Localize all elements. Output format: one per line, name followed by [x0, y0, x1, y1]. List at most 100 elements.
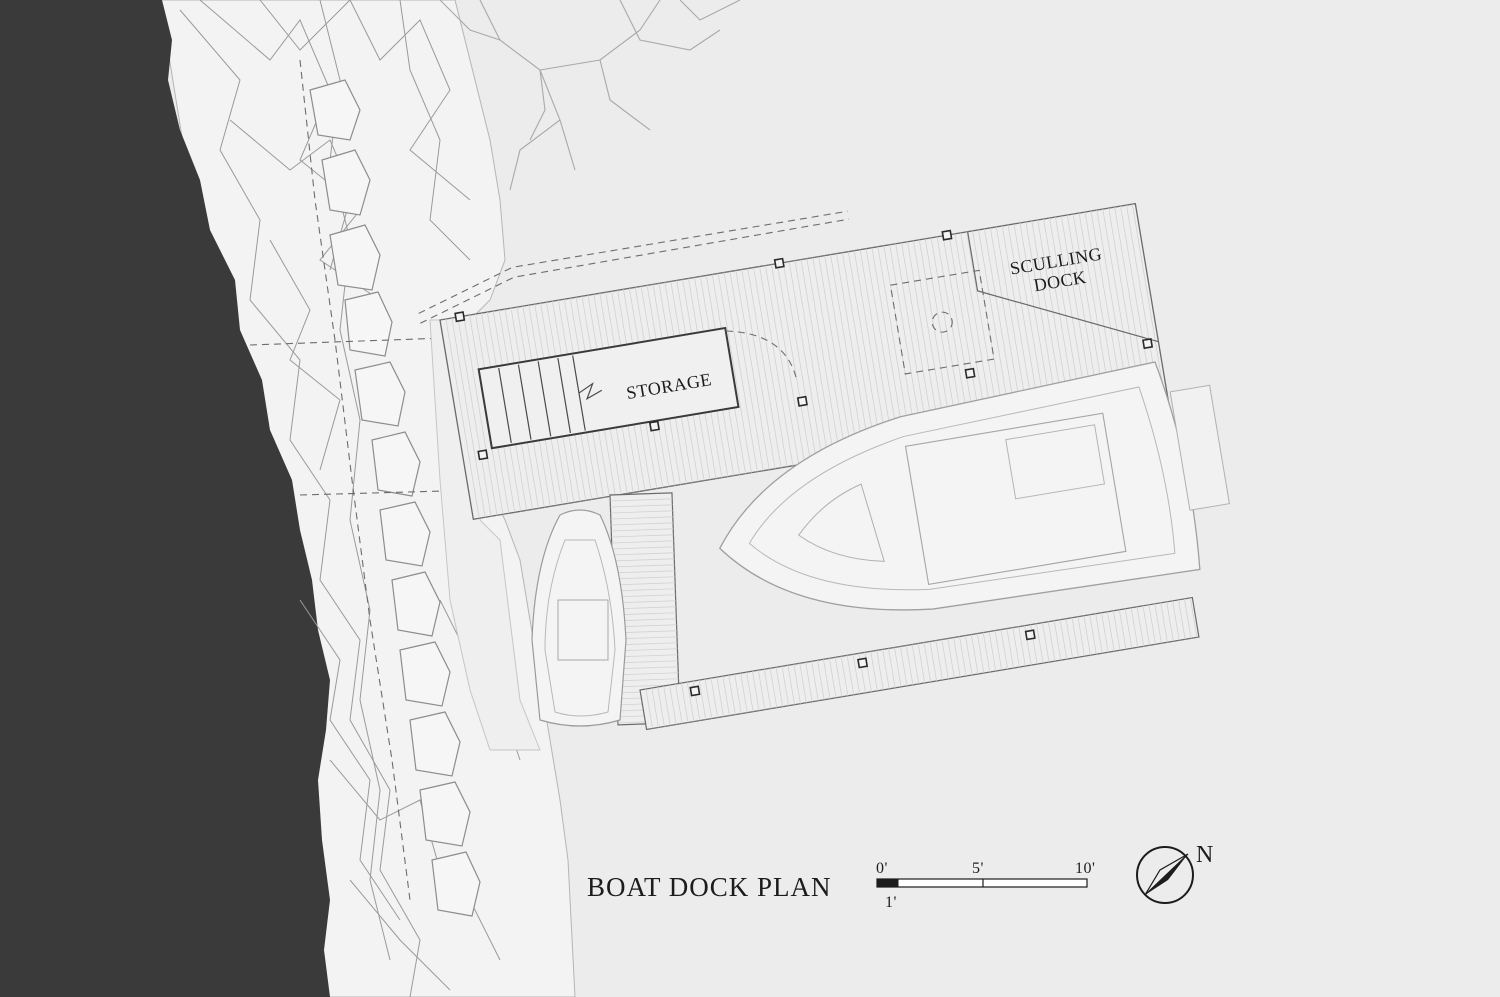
deck-board-line	[765, 265, 800, 465]
deck-board-line	[1071, 617, 1079, 658]
hoist-center	[931, 311, 953, 333]
deck-board-line	[457, 316, 492, 517]
lower-dock-boards	[645, 597, 1198, 729]
deck-board-line	[645, 688, 653, 729]
deck-board-line	[740, 673, 748, 713]
deck-board-line	[611, 546, 674, 550]
deck-board-line	[794, 260, 829, 460]
deck-board-line	[834, 657, 843, 697]
deck-board-line	[681, 683, 689, 723]
deck-board-line	[611, 540, 674, 544]
deck-board-line	[1148, 604, 1156, 645]
stepping-stones	[309, 79, 481, 917]
deck-board-line	[941, 639, 949, 680]
deck-board-line	[889, 244, 924, 445]
storage-stair	[498, 355, 603, 444]
deck-board-line	[870, 651, 878, 691]
deck-board-line	[728, 675, 736, 715]
deck-board-line	[953, 637, 961, 678]
deck-board-line	[717, 273, 752, 473]
deck-board-line	[894, 647, 902, 687]
deck-board-line	[1059, 619, 1068, 660]
dock-posts	[454, 229, 1154, 461]
deck-board-line	[769, 668, 778, 708]
deck-board-line	[1018, 626, 1026, 667]
deck-board-line	[976, 633, 985, 674]
deck-board-line	[824, 255, 859, 455]
deck-board-line	[846, 655, 855, 695]
deck-board-line	[612, 552, 675, 556]
deck-board-line	[613, 588, 676, 592]
deck-board-line	[882, 649, 890, 689]
north-label: N	[1196, 842, 1214, 868]
deck-board-line	[1166, 601, 1174, 642]
deck-board-line	[1065, 618, 1074, 659]
deck-board-line	[722, 676, 730, 716]
deck-board-line	[451, 317, 486, 518]
deck-board-line	[877, 246, 912, 447]
deck-board-line	[811, 661, 819, 701]
deck-board-line	[1118, 609, 1127, 650]
deck-board-line	[1172, 600, 1180, 641]
deck-board-line	[840, 656, 849, 696]
deck-board-line	[753, 267, 788, 467]
deck-board-line	[853, 250, 888, 450]
deck-board-line	[613, 582, 676, 586]
deck-board-line	[905, 645, 914, 685]
scale-label-5: 5'	[972, 860, 984, 877]
deck-board-line	[613, 600, 676, 604]
deck-board-line	[775, 667, 784, 707]
deck-board-line	[610, 510, 673, 514]
deck-board-line	[1077, 616, 1085, 657]
deck-board-line	[615, 660, 678, 664]
deck-board-line	[1042, 622, 1050, 663]
deck-board-line	[923, 642, 932, 682]
deck-board-line	[883, 245, 918, 446]
deck-board-line	[812, 257, 847, 457]
river-water	[0, 0, 330, 997]
deck-board-line	[616, 666, 679, 670]
scale-label-10: 10'	[1075, 860, 1095, 877]
deck-board-line	[828, 658, 837, 698]
deck-board-line	[876, 650, 884, 690]
deck-board-line	[686, 682, 695, 722]
deck-board-line	[1083, 615, 1091, 656]
deck-board-line	[752, 671, 760, 711]
deck-board-line	[770, 264, 806, 464]
deck-board-line	[817, 660, 825, 700]
deck-board-line	[615, 654, 678, 658]
deck-board-line	[716, 677, 724, 717]
deck-board-line	[757, 670, 766, 710]
deck-board-line	[698, 680, 707, 720]
deck-board-line	[1124, 608, 1133, 649]
gangway-dashes	[418, 210, 848, 314]
deck-board-line	[1047, 621, 1056, 662]
deck-board-line	[704, 679, 713, 719]
deck-board-line	[1089, 614, 1097, 655]
deck-board-line	[1012, 627, 1020, 668]
deck-board-line	[982, 632, 991, 673]
deck-board-line	[613, 594, 676, 598]
deck-board-line	[735, 270, 770, 470]
deck-board-line	[741, 269, 776, 469]
drawing-title: BOAT DOCK PLAN	[587, 872, 832, 902]
deck-board-line	[965, 635, 973, 676]
deck-board-line	[1101, 612, 1109, 653]
deck-board-line	[723, 272, 758, 472]
tree-branches	[439, 0, 741, 191]
sculling-dock-outline	[967, 231, 1159, 343]
deck-board-line	[781, 666, 790, 706]
deck-board-line	[805, 662, 813, 702]
deck-board-line	[1095, 613, 1103, 654]
deck-board-line	[907, 241, 942, 442]
deck-board-line	[463, 315, 498, 516]
scale-label-1: 1'	[885, 894, 897, 911]
deck-board-line	[830, 254, 865, 454]
deck-board-line	[663, 685, 671, 726]
deck-board-line	[611, 534, 674, 538]
scale-label-0: 0'	[876, 860, 888, 877]
deck-board-line	[669, 684, 677, 725]
deck-board-line	[823, 659, 831, 699]
